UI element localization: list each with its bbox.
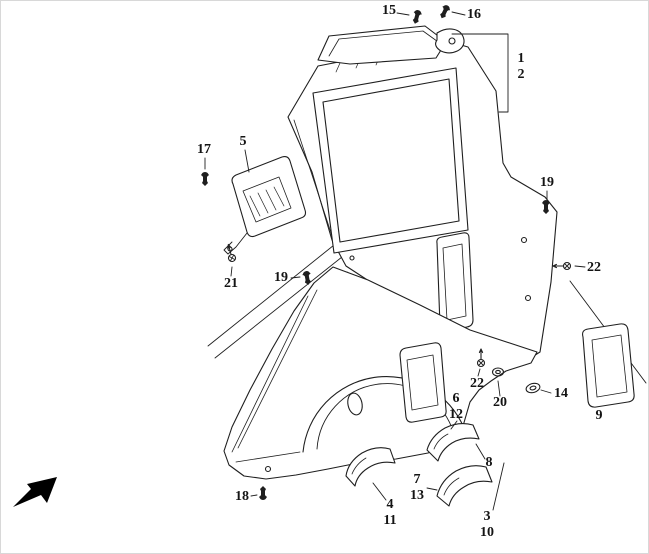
callout-4: 4 bbox=[386, 497, 394, 512]
arch-trim-piece-6-12 bbox=[426, 422, 480, 462]
part-9-lid bbox=[582, 323, 635, 408]
trim-clip-icon-14 bbox=[525, 382, 541, 394]
part-5-bin bbox=[223, 155, 307, 255]
callout-19-left: 19 bbox=[274, 270, 288, 285]
callout-2: 2 bbox=[517, 67, 525, 82]
callout-18: 18 bbox=[235, 489, 249, 504]
callout-3: 3 bbox=[483, 509, 491, 524]
clip-icon-15 bbox=[410, 8, 423, 26]
panel-pocket bbox=[399, 342, 447, 423]
callout-14: 14 bbox=[554, 386, 568, 401]
callout-10: 10 bbox=[480, 525, 494, 540]
callout-22-lower: 22 bbox=[470, 376, 484, 391]
top-garnish-strip bbox=[317, 25, 465, 65]
clip-icon-16 bbox=[437, 3, 452, 21]
screw-icon-22-right bbox=[552, 261, 572, 271]
callout-9: 9 bbox=[595, 408, 603, 423]
fasteners bbox=[200, 3, 572, 501]
clip-icon-19-left bbox=[301, 269, 313, 287]
callout-12: 12 bbox=[449, 407, 463, 422]
fr-arrow-icon bbox=[13, 477, 57, 507]
callout-21: 21 bbox=[224, 276, 238, 291]
upper-trim-panel bbox=[287, 40, 558, 370]
callout-13: 13 bbox=[410, 488, 424, 503]
callout-8: 8 bbox=[485, 455, 493, 470]
callout-5: 5 bbox=[239, 134, 247, 149]
callout-16: 16 bbox=[467, 7, 481, 22]
callout-11: 11 bbox=[383, 513, 397, 528]
callout-22-right: 22 bbox=[587, 260, 601, 275]
callout-15: 15 bbox=[382, 3, 396, 18]
grommet-icon-20 bbox=[491, 367, 505, 377]
leader-lines bbox=[204, 11, 586, 511]
callout-20: 20 bbox=[493, 395, 507, 410]
arch-trim-piece-7-13 bbox=[436, 465, 493, 507]
clip-icon-17 bbox=[200, 171, 210, 187]
callout-17: 17 bbox=[197, 142, 211, 157]
callout-6: 6 bbox=[452, 391, 460, 406]
clip-icon-18 bbox=[258, 485, 268, 501]
callout-7: 7 bbox=[413, 472, 421, 487]
arch-trim-piece-4-11 bbox=[345, 447, 396, 487]
callout-19-upper: 19 bbox=[540, 175, 554, 190]
callout-1: 1 bbox=[517, 51, 525, 66]
wheel-arch-outer bbox=[302, 376, 465, 453]
